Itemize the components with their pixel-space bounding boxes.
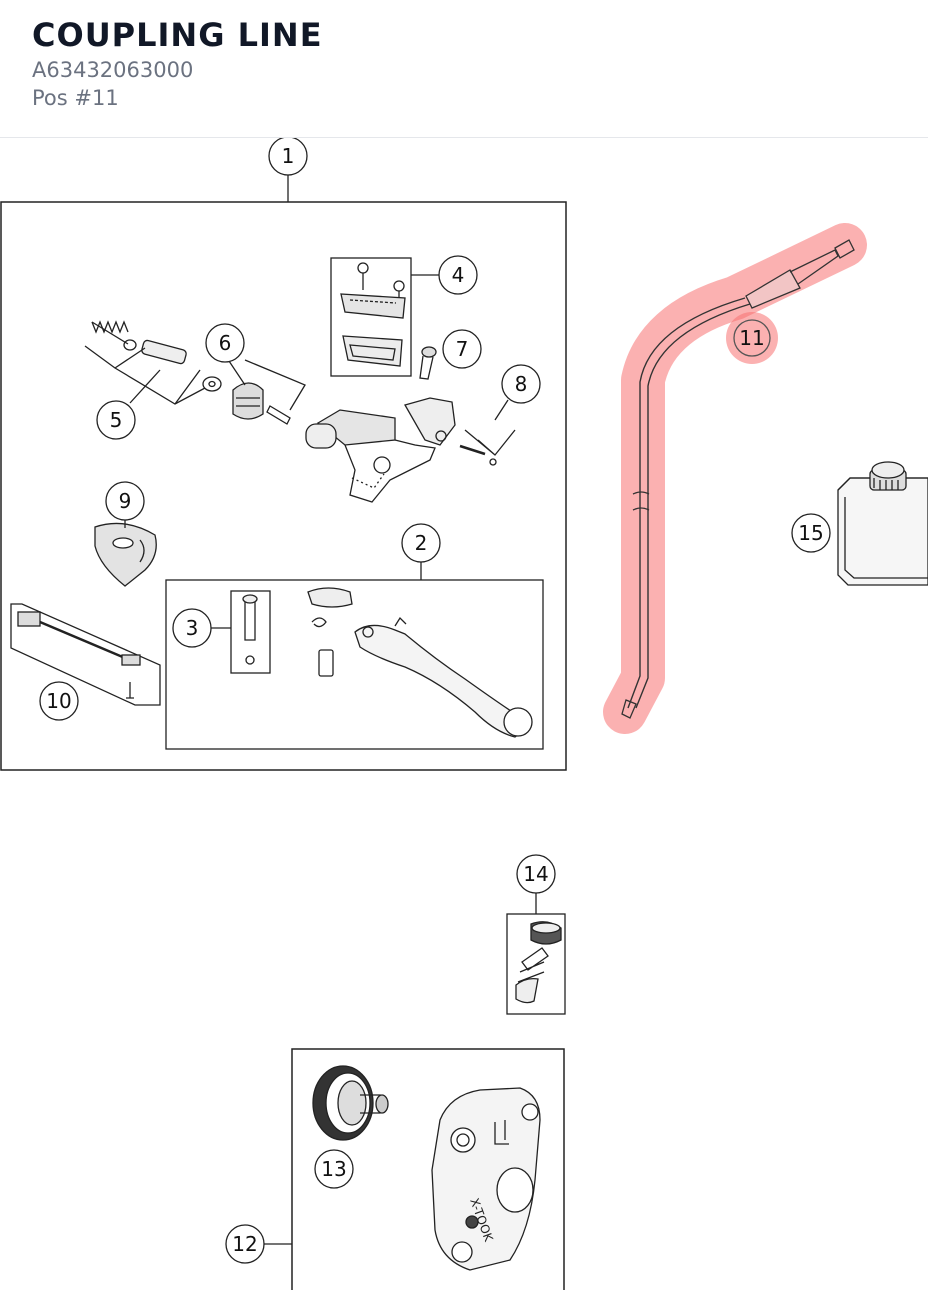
svg-text:7: 7: [456, 337, 469, 361]
svg-text:13: 13: [321, 1157, 346, 1181]
callout-14[interactable]: 14: [516, 854, 556, 894]
callout-9[interactable]: 9: [105, 481, 145, 521]
svg-text:5: 5: [110, 408, 123, 432]
callout-5-leader: [129, 369, 161, 404]
boot-pin-icon: [232, 382, 291, 425]
svg-text:8: 8: [515, 372, 528, 396]
svg-text:14: 14: [523, 862, 548, 886]
caliper-body-icon: X-TOOK: [431, 1087, 541, 1271]
callout-3[interactable]: 3: [172, 608, 212, 648]
part-3-frame: [230, 590, 271, 674]
callout-5[interactable]: 5: [96, 400, 136, 440]
group-12-caliper[interactable]: 12 13 X-TOOK: [225, 1048, 565, 1290]
callout-8-leader: [494, 399, 509, 421]
callout-1[interactable]: 1: [268, 138, 308, 176]
group-12-frame: [291, 1048, 565, 1290]
svg-text:15: 15: [798, 521, 823, 545]
callout-8-leaders: [464, 429, 516, 456]
switch-cable-icon: [17, 611, 141, 699]
exploded-parts-diagram: 1 4 7: [0, 138, 928, 1290]
lever-icon: [307, 587, 533, 738]
part-4-frame: [330, 257, 412, 377]
position-label: Pos #11: [32, 86, 119, 110]
master-cylinder-body-icon: [305, 397, 456, 503]
bolt-icon: [242, 594, 258, 665]
callout-4[interactable]: 4: [438, 255, 478, 295]
svg-text:2: 2: [415, 531, 428, 555]
svg-text:10: 10: [46, 689, 71, 713]
callout-10[interactable]: 10: [39, 681, 79, 721]
svg-text:4: 4: [452, 263, 465, 287]
pin-icon: [459, 444, 497, 466]
reservoir-cover-icon: [340, 262, 406, 367]
part-header: COUPLING LINE A63432063000 Pos #11: [0, 0, 928, 138]
callout-2[interactable]: 2: [401, 523, 441, 563]
svg-text:11: 11: [739, 326, 764, 350]
coupling-line-highlight[interactable]: [603, 223, 867, 734]
bleed-nipple-icon: [515, 921, 562, 1004]
fluid-can-icon: [837, 461, 928, 586]
callout-15[interactable]: 15: [791, 513, 831, 553]
part-10-frame: [10, 603, 161, 706]
piston-spring-icon: [91, 320, 222, 392]
callout-6[interactable]: 6: [205, 323, 245, 363]
group-2-frame: [165, 579, 544, 750]
callout-13[interactable]: 13: [314, 1149, 354, 1189]
callout-11[interactable]: 11: [733, 319, 771, 357]
callout-8[interactable]: 8: [501, 364, 541, 404]
part-title: COUPLING LINE: [32, 16, 323, 54]
group-1-master-cylinder[interactable]: 1 4 7: [0, 138, 567, 771]
callout-12[interactable]: 12: [225, 1224, 265, 1264]
svg-text:1: 1: [282, 144, 295, 168]
screw-icon: [419, 346, 437, 380]
callout-7[interactable]: 7: [442, 329, 482, 369]
svg-text:12: 12: [232, 1232, 257, 1256]
caliper-piston-icon: [312, 1065, 389, 1141]
callout-5-leaders: [84, 345, 206, 405]
coupling-line-hose-icon: [621, 239, 855, 719]
svg-text:3: 3: [186, 616, 199, 640]
part-number: A63432063000: [32, 58, 194, 82]
svg-text:9: 9: [119, 489, 132, 513]
clamp-icon: [94, 522, 157, 587]
group-1-frame: [0, 201, 567, 771]
svg-text:6: 6: [219, 331, 232, 355]
